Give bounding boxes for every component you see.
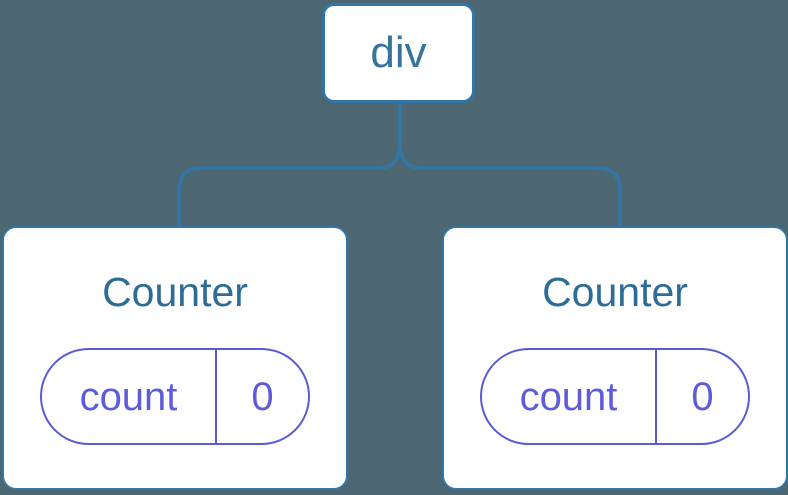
state-value-cell: 0 bbox=[655, 350, 748, 443]
root-node: div bbox=[322, 3, 475, 103]
connector-right-branch bbox=[398, 101, 622, 229]
state-key-label: count bbox=[79, 374, 178, 419]
state-pill: count 0 bbox=[480, 348, 750, 445]
state-value-label: 0 bbox=[691, 374, 714, 419]
state-key-label: count bbox=[519, 374, 618, 419]
component-title: Counter bbox=[102, 269, 248, 315]
root-node-label: div bbox=[370, 28, 427, 77]
state-value-label: 0 bbox=[251, 374, 274, 419]
component-title: Counter bbox=[542, 269, 688, 315]
state-value-cell: 0 bbox=[215, 350, 308, 443]
state-key-cell: count bbox=[482, 350, 655, 443]
state-key-cell: count bbox=[42, 350, 215, 443]
component-card-right: Counter count 0 bbox=[442, 226, 788, 490]
connector-left-branch bbox=[177, 101, 402, 229]
component-card-left: Counter count 0 bbox=[2, 226, 348, 490]
state-pill: count 0 bbox=[40, 348, 310, 445]
